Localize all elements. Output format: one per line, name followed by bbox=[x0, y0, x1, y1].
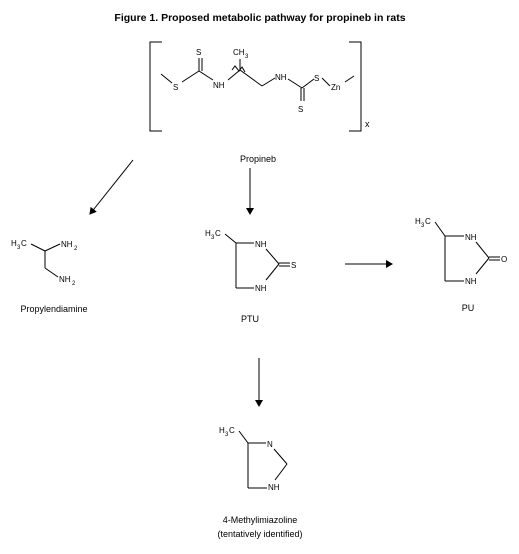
pu-nh-bottom: NH bbox=[465, 277, 477, 286]
ptu-label: PTU bbox=[241, 314, 259, 324]
arrow-to-propylenediamine bbox=[89, 159, 134, 215]
ptu-structure: H 3 C NH S NH bbox=[205, 229, 296, 293]
atom-ch: CH bbox=[233, 48, 245, 57]
ptu-bond-methyl bbox=[224, 233, 237, 244]
propineb-structure: x S S NH CH 3 NH S S Zn bbox=[149, 41, 370, 132]
bond-s-c bbox=[181, 70, 200, 83]
mi-n: N bbox=[267, 440, 273, 449]
pda-bond-2 bbox=[44, 243, 61, 252]
ptu-nh-bottom: NH bbox=[255, 284, 267, 293]
repeat-subscript: x bbox=[365, 119, 370, 129]
pda-bond-1 bbox=[30, 243, 46, 252]
pda-nh2-a-sub: 2 bbox=[74, 246, 78, 252]
ptu-h: H bbox=[205, 229, 211, 238]
ptu-bond-c2-n1 bbox=[265, 263, 280, 281]
atom-s1: S bbox=[173, 83, 178, 92]
bond-zn-end bbox=[344, 75, 355, 83]
pda-nh2-a: NH bbox=[61, 240, 73, 249]
ptu-h-sub: 3 bbox=[211, 235, 215, 241]
pu-bond-n3-c2 bbox=[475, 241, 490, 259]
mi-bond-methyl bbox=[238, 430, 249, 444]
figure-title: Figure 1. Proposed metabolic pathway for… bbox=[114, 12, 405, 24]
ptu-bond-n3-c2 bbox=[265, 248, 280, 265]
pda-h: H bbox=[11, 239, 17, 248]
ptu-s: S bbox=[291, 261, 296, 270]
pda-c: C bbox=[21, 239, 27, 248]
pu-h: H bbox=[415, 217, 421, 226]
pu-label: PU bbox=[462, 303, 475, 313]
propineb-label: Propineb bbox=[240, 154, 276, 164]
mi-nh: NH bbox=[268, 483, 280, 492]
bond-nh-ch bbox=[227, 69, 241, 81]
bond-ch-ch2 bbox=[239, 69, 263, 87]
ptu-c: C bbox=[215, 229, 221, 238]
pu-h-sub: 3 bbox=[421, 223, 425, 229]
bond-s-zn bbox=[321, 77, 331, 87]
mi-c: C bbox=[229, 426, 235, 435]
propylenediamine-label: Propylendiamine bbox=[20, 304, 87, 314]
mi-bond-n3-c2 bbox=[273, 448, 288, 465]
right-bracket bbox=[349, 41, 362, 132]
bond-ch2-nh bbox=[261, 77, 276, 87]
propylenediamine-structure: H 3 C NH 2 NH 2 bbox=[11, 239, 78, 287]
mi-h: H bbox=[219, 426, 225, 435]
pda-bond-4 bbox=[44, 267, 59, 278]
pu-structure: H 3 C NH O NH bbox=[415, 217, 507, 286]
mi-h-sub: 3 bbox=[225, 432, 229, 438]
left-bracket bbox=[149, 41, 162, 132]
bond-wavy-methyl bbox=[231, 65, 246, 73]
methylimidazoline-structure: H 3 C N NH bbox=[219, 426, 288, 492]
bond-end-left bbox=[160, 73, 173, 84]
pu-o: O bbox=[501, 255, 507, 264]
pda-h-sub: 3 bbox=[17, 245, 21, 251]
atom-ch3-subscript: 3 bbox=[245, 54, 249, 60]
atom-s2: S bbox=[314, 74, 319, 83]
ptu-nh-top: NH bbox=[255, 240, 267, 249]
atom-nh1: NH bbox=[213, 81, 225, 90]
methylimidazoline-label-line2: (tentatively identified) bbox=[217, 529, 302, 539]
atom-zn: Zn bbox=[331, 83, 340, 92]
atom-s-top: S bbox=[196, 48, 201, 57]
pu-c: C bbox=[425, 217, 431, 226]
bond-c-nh bbox=[198, 70, 214, 81]
atom-nh2: NH bbox=[275, 73, 287, 82]
methylimidazoline-label-line1: 4-Methylimiazoline bbox=[223, 515, 298, 525]
bond-nh-c bbox=[287, 78, 303, 89]
pu-bond-c2-n1 bbox=[475, 257, 490, 275]
pda-nh2-b: NH bbox=[59, 275, 71, 284]
mi-bond-c2-n1 bbox=[274, 463, 288, 481]
pu-bond-methyl bbox=[434, 221, 446, 237]
bond-c-s bbox=[301, 78, 315, 89]
pda-nh2-b-sub: 2 bbox=[72, 281, 76, 287]
atom-s-bottom: S bbox=[298, 105, 303, 114]
pu-nh-top: NH bbox=[465, 233, 477, 242]
